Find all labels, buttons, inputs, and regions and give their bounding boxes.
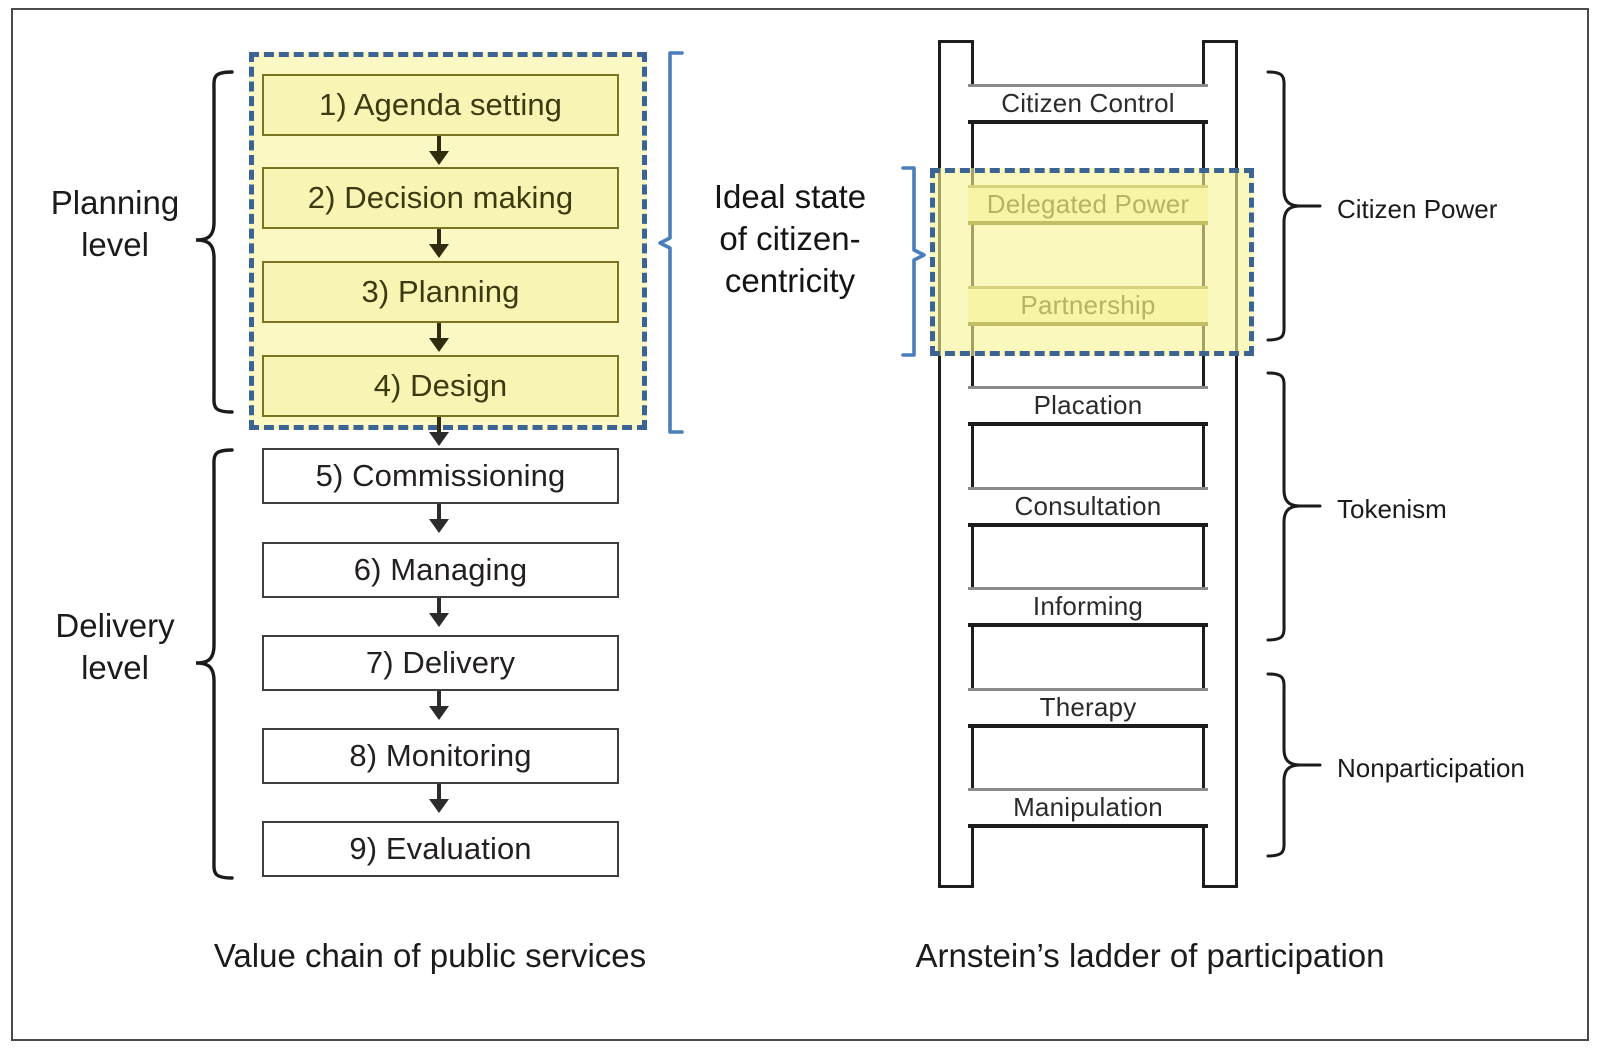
flow-arrowhead-3-4	[429, 338, 449, 352]
ladder-rung-manipulation[interactable]: Manipulation	[968, 788, 1208, 828]
value-chain-step-8-label: 8) Monitoring	[349, 738, 532, 773]
planning-level-label: Planning level	[50, 184, 180, 264]
ladder-rung-informing-label: Informing	[1032, 591, 1144, 621]
ladder-group-tokenism-label: Tokenism	[1337, 494, 1447, 524]
ladder-rung-citizen-control[interactable]: Citizen Control	[968, 84, 1208, 124]
value-chain-step-4[interactable]: 4) Design	[262, 355, 619, 417]
ladder-rung-placation[interactable]: Placation	[968, 386, 1208, 426]
value-chain-step-6-label: 6) Managing	[353, 552, 528, 587]
ladder-group-nonparticipation-label: Nonparticipation	[1337, 753, 1525, 783]
flow-arrow-7-8	[437, 691, 441, 712]
flow-arrowhead-1-2	[429, 151, 449, 165]
value-chain-step-7[interactable]: 7) Delivery	[262, 635, 619, 691]
ladder-rung-informing[interactable]: Informing	[968, 587, 1208, 627]
flow-arrowhead-8-9	[429, 799, 449, 813]
ladder-group-citizen-power-label: Citizen Power	[1337, 194, 1498, 224]
ladder-rung-citizen-control-label: Citizen Control	[1001, 88, 1175, 118]
ladder-rung-consultation[interactable]: Consultation	[968, 487, 1208, 527]
ladder-rung-therapy[interactable]: Therapy	[968, 688, 1208, 728]
value-chain-step-4-label: 4) Design	[373, 368, 508, 403]
flow-arrow-6-7	[437, 598, 441, 619]
value-chain-step-3-label: 3) Planning	[361, 274, 520, 309]
flow-arrowhead-7-8	[429, 706, 449, 720]
ladder-rung-placation-label: Placation	[1033, 390, 1143, 420]
value-chain-step-6[interactable]: 6) Managing	[262, 542, 619, 598]
flow-arrow-2-3	[437, 229, 441, 247]
value-chain-step-9-label: 9) Evaluation	[349, 831, 532, 866]
value-chain-step-2-label: 2) Decision making	[307, 180, 574, 215]
flow-arrowhead-6-7	[429, 613, 449, 627]
flow-arrow-4-5	[437, 417, 441, 438]
value-chain-step-5[interactable]: 5) Commissioning	[262, 448, 619, 504]
value-chain-step-5-label: 5) Commissioning	[315, 458, 566, 493]
ladder-rung-manipulation-label: Manipulation	[1013, 792, 1163, 822]
flow-arrow-3-4	[437, 323, 441, 341]
value-chain-step-1-label: 1) Agenda setting	[319, 87, 562, 122]
flow-arrowhead-4-5	[429, 432, 449, 446]
ideal-state-highlight-ladder	[930, 168, 1254, 356]
ladder-rung-consultation-label: Consultation	[1014, 491, 1162, 521]
right-caption: Arnstein’s ladder of participation	[915, 937, 1385, 974]
flow-arrow-5-6	[437, 504, 441, 525]
value-chain-step-8[interactable]: 8) Monitoring	[262, 728, 619, 784]
value-chain-step-9[interactable]: 9) Evaluation	[262, 821, 619, 877]
ladder-rung-therapy-label: Therapy	[1039, 692, 1137, 722]
flow-arrow-8-9	[437, 784, 441, 805]
delivery-level-label: Delivery level	[55, 607, 175, 687]
flow-arrowhead-5-6	[429, 519, 449, 533]
left-caption: Value chain of public services	[213, 937, 647, 974]
value-chain-step-3[interactable]: 3) Planning	[262, 261, 619, 323]
flow-arrowhead-2-3	[429, 244, 449, 258]
value-chain-step-2[interactable]: 2) Decision making	[262, 167, 619, 229]
value-chain-step-1[interactable]: 1) Agenda setting	[262, 74, 619, 136]
value-chain-step-7-label: 7) Delivery	[365, 645, 516, 680]
flow-arrow-1-2	[437, 136, 441, 154]
ideal-state-note: Ideal state of citizen- centricity	[713, 178, 867, 300]
